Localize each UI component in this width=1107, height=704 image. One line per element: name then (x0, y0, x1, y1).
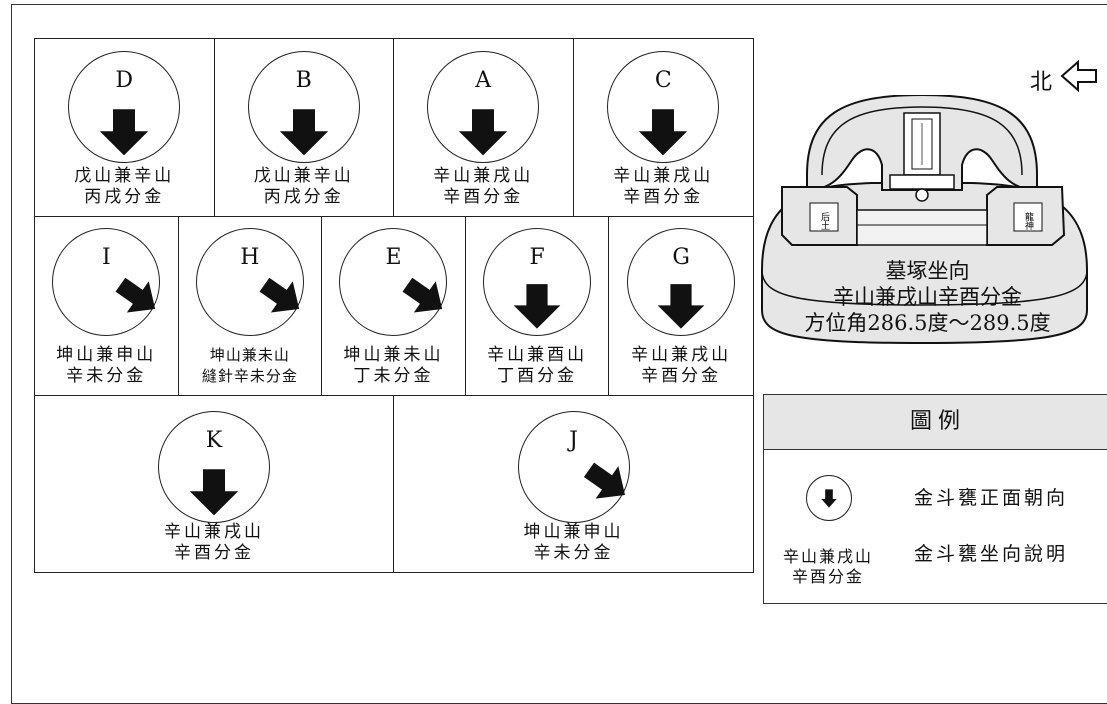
arrow-down-icon (657, 284, 705, 329)
cell-a: A 辛山兼戌山辛酉分金 (394, 39, 574, 216)
caption-line-2: 辛酉分金 (174, 543, 254, 563)
arrow-down-icon (100, 109, 149, 156)
dial-circle: F (483, 228, 592, 336)
arrow-down-icon (513, 284, 561, 329)
caption-line-1: 坤山兼未山 (209, 346, 290, 364)
cell-d: D 戊山兼辛山丙戌分金 (35, 39, 215, 216)
dial-caption: 戊山兼辛山丙戌分金 (35, 166, 214, 208)
caption-line-1: 辛山兼戌山 (433, 166, 534, 186)
caption-line-2: 縫針辛未分金 (201, 367, 298, 385)
dial-letter: B (295, 68, 312, 93)
dial-circle: K (158, 411, 270, 523)
dial-circle: A (427, 51, 540, 163)
arrow-down-right-icon (403, 277, 443, 313)
dial-caption: 坤山兼申山辛未分金 (394, 522, 753, 564)
arrow-down-icon (639, 109, 688, 156)
caption-line-1: 坤山兼申山 (56, 345, 157, 365)
north-arrow-icon (1060, 59, 1097, 93)
cell-i: I 坤山兼申山辛未分金 (35, 216, 179, 395)
dial-letter: I (101, 245, 111, 270)
dial-caption: 辛山兼戌山辛酉分金 (394, 166, 573, 208)
dial-circle: G (627, 228, 736, 336)
dial-letter: J (569, 428, 578, 453)
arrow-down-icon (459, 109, 508, 156)
dial-caption: 辛山兼酉山丁酉分金 (466, 345, 609, 387)
dial-circle: D (68, 51, 181, 163)
legend-facing-text: 金斗甕正面朝向 (914, 487, 1069, 509)
north-label: 北 (1030, 70, 1053, 95)
caption-line-2: 辛酉分金 (443, 187, 524, 207)
dial-letter: E (385, 245, 402, 270)
legend-box: 圖例 辛山兼戌山 辛酉分金 金斗甕正面朝向 金斗甕坐向說明 (763, 394, 1107, 604)
legend-caption-line-1: 辛山兼戌山 (782, 547, 873, 566)
cell-f: F 辛山兼酉山丁酉分金 (466, 216, 610, 395)
longshen-plaque: 龍神 (1023, 211, 1034, 231)
caption-line-1: 辛山兼酉山 (487, 345, 588, 365)
arrow-down-icon (279, 109, 328, 156)
caption-line-2: 丁未分金 (353, 366, 434, 386)
dial-circle: E (339, 228, 448, 336)
caption-line-2: 辛未分金 (66, 366, 147, 386)
dial-letter: F (529, 245, 545, 270)
dial-circle: B (247, 51, 360, 163)
tomb-azimuth: 方位角286.5度～289.5度 (804, 311, 1051, 335)
arrow-down-right-icon (259, 277, 300, 313)
caption-line-2: 丙戌分金 (263, 187, 344, 207)
caption-line-2: 丙戌分金 (84, 187, 165, 207)
cell-j: J 坤山兼申山辛未分金 (394, 395, 753, 572)
dial-caption: 戊山兼辛山丙戌分金 (215, 166, 394, 208)
cell-g: G 辛山兼戌山辛酉分金 (609, 216, 753, 395)
legend-heading: 圖例 (764, 395, 1107, 450)
caption-line-1: 戊山兼辛山 (253, 166, 354, 186)
tomb-illustration: 后土 龍神 (761, 95, 1088, 345)
dial-letter: D (115, 68, 134, 93)
legend-sample-caption: 辛山兼戌山 辛酉分金 (768, 547, 888, 587)
cell-e: E 坤山兼未山丁未分金 (322, 216, 466, 395)
cell-k: K 辛山兼戌山辛酉分金 (35, 395, 394, 572)
dial-letter: K (205, 428, 223, 453)
cell-c: C 辛山兼戌山辛酉分金 (574, 39, 754, 216)
tomb-title: 墓塚坐向 (885, 259, 970, 283)
caption-line-1: 坤山兼未山 (343, 345, 444, 365)
dial-circle: H (195, 228, 304, 336)
dial-circle: C (607, 51, 720, 163)
cell-h: H 坤山兼未山縫針辛未分金 (179, 216, 323, 395)
dial-caption: 辛山兼戌山辛酉分金 (35, 522, 393, 564)
arrow-down-icon (189, 469, 239, 516)
legend-dial-icon (806, 475, 852, 521)
tomb-orientation-text: 墓塚坐向 辛山兼戌山辛酉分金 方位角286.5度～289.5度 (760, 258, 1095, 336)
caption-line-1: 辛山兼戌山 (631, 345, 732, 365)
caption-line-2: 辛酉分金 (623, 187, 704, 207)
cell-b: B 戊山兼辛山丙戌分金 (215, 39, 394, 216)
legend-sitting-text: 金斗甕坐向說明 (914, 543, 1069, 565)
dial-letter: A (475, 68, 492, 93)
dial-caption: 辛山兼戌山辛酉分金 (574, 166, 754, 208)
caption-line-1: 坤山兼申山 (523, 522, 624, 542)
dial-caption: 坤山兼未山縫針辛未分金 (179, 345, 322, 387)
dial-letter: G (672, 245, 690, 270)
dial-letter: H (240, 245, 260, 270)
dial-caption: 坤山兼申山辛未分金 (35, 345, 178, 387)
caption-line-2: 辛未分金 (533, 543, 614, 563)
caption-line-1: 戊山兼辛山 (74, 166, 175, 186)
caption-line-2: 辛酉分金 (641, 366, 722, 386)
tomb-direction: 辛山兼戌山辛酉分金 (833, 285, 1022, 309)
dial-caption: 辛山兼戌山辛酉分金 (609, 345, 753, 387)
dial-circle: I (52, 228, 161, 336)
arrow-down-right-icon (583, 462, 625, 499)
dial-caption: 坤山兼未山丁未分金 (322, 345, 465, 387)
dial-letter: C (654, 68, 672, 93)
caption-line-1: 辛山兼戌山 (164, 522, 264, 542)
grid-row-3: K 辛山兼戌山辛酉分金 J 坤山兼申山辛未分金 (35, 395, 753, 572)
houtu-plaque: 后土 (819, 212, 830, 230)
legend-caption-line-2: 辛酉分金 (791, 567, 864, 586)
caption-line-2: 丁酉分金 (497, 366, 578, 386)
dial-circle: J (517, 411, 630, 523)
arrow-down-right-icon (115, 277, 156, 313)
caption-line-1: 辛山兼戌山 (613, 166, 714, 186)
